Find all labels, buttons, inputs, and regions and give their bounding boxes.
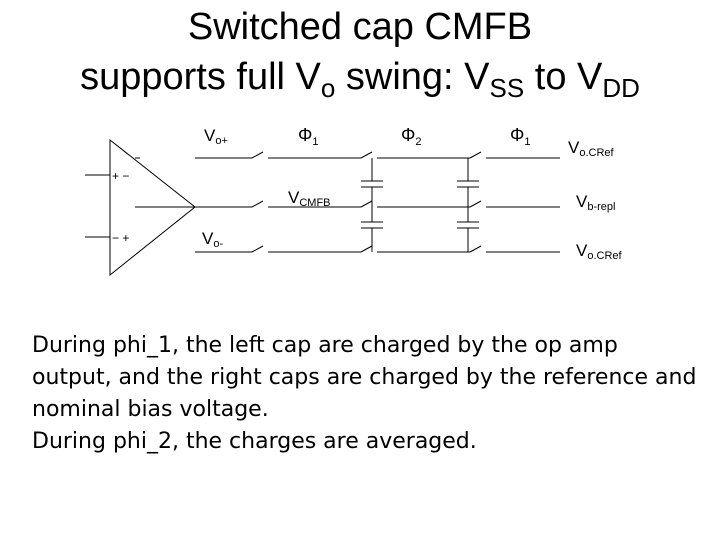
label-vo-plus: Vo+ bbox=[204, 126, 228, 147]
title-sub-dd: DD bbox=[602, 73, 640, 103]
switch-phi2-top bbox=[360, 151, 373, 159]
switch-phi1-right-top bbox=[469, 151, 482, 159]
title-text-a: supports full V bbox=[80, 56, 321, 98]
switch-phi2-bot bbox=[360, 245, 373, 253]
title-sub-o: o bbox=[320, 73, 336, 103]
description-paragraph-2: During phi_2, the charges are averaged. bbox=[32, 429, 477, 454]
opamp-input-bottom-label: − + bbox=[112, 231, 129, 245]
title-text-b: swing: V bbox=[335, 56, 490, 98]
label-vo-minus: Vo- bbox=[202, 229, 223, 250]
slide-title-line-2: supports full Vo swing: VSS to VDD bbox=[0, 54, 720, 103]
label-vocref-bottom: Vo.CRef bbox=[576, 241, 623, 262]
switch-phi1-left-mid bbox=[251, 200, 264, 208]
opamp-input-top-label: + − bbox=[112, 169, 129, 183]
label-phi1-right: Φ1 bbox=[510, 125, 531, 148]
label-vocref-top: Vo.CRef bbox=[568, 138, 615, 159]
switch-phi1-right-mid bbox=[469, 200, 482, 208]
label-vb-repl: Vb-repl bbox=[576, 192, 615, 213]
opamp-triangle bbox=[109, 138, 196, 277]
switch-phi1-left-top bbox=[251, 151, 264, 159]
slide-title-line-1: Switched cap CMFB bbox=[187, 6, 533, 48]
cmfb-circuit-diagram: + − − + Vo+ Vo- VCMFB Φ1 Φ2 Φ1 Vo.CRef V… bbox=[85, 125, 623, 277]
label-phi2: Φ2 bbox=[401, 125, 422, 148]
title-sub-ss: SS bbox=[489, 73, 525, 103]
description-text: During phi_1, the left cap are charged b… bbox=[32, 330, 702, 458]
switch-phi1-right-bot bbox=[469, 245, 482, 253]
title-text-c: to V bbox=[524, 56, 603, 98]
label-phi1-left: Φ1 bbox=[298, 125, 319, 148]
switch-phi1-left-bot bbox=[251, 245, 264, 253]
description-paragraph-1: During phi_1, the left cap are charged b… bbox=[32, 333, 697, 422]
switch-phi2-mid bbox=[360, 200, 373, 208]
label-vcmfb: VCMFB bbox=[288, 188, 331, 209]
